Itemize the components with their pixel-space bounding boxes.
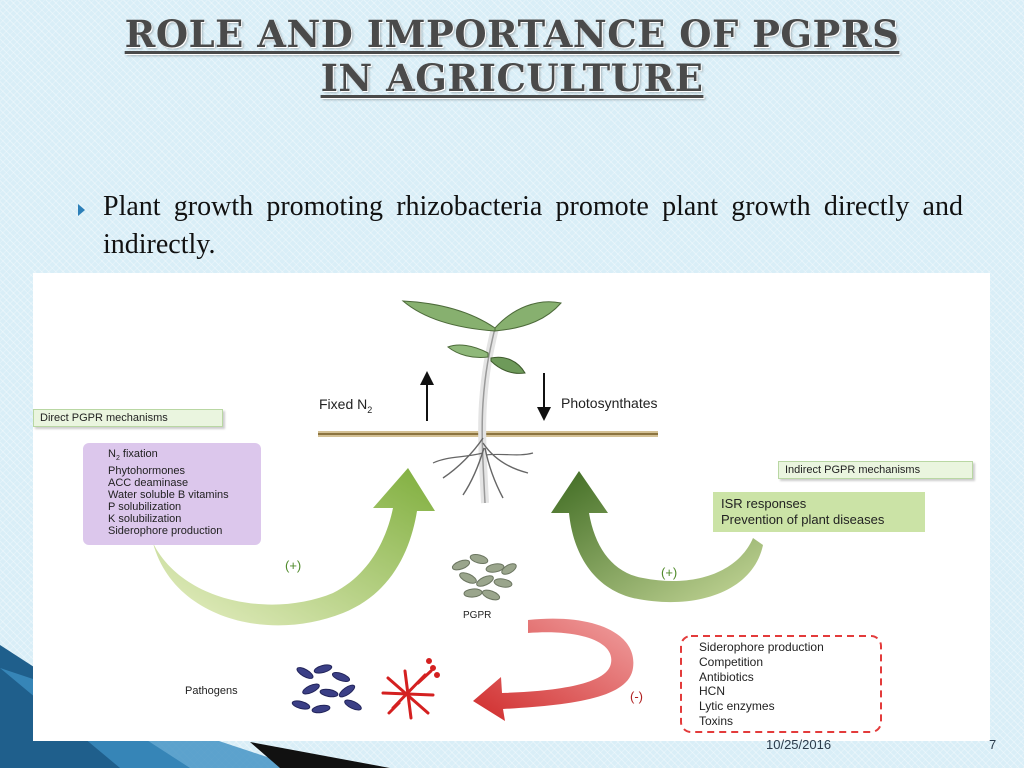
slide-number: 7: [989, 737, 997, 752]
list-item: HCN: [699, 684, 725, 699]
list-item: Prevention of plant diseases: [721, 512, 885, 527]
photosynthates-arrow-icon: [537, 373, 551, 421]
slide-date: 10/25/2016: [766, 737, 832, 752]
list-item: Siderophore production: [108, 525, 223, 538]
list-item: K solubilization: [108, 513, 182, 526]
pgpr-bacteria-icon: [451, 553, 517, 601]
indirect-mechanisms-header: Indirect PGPR mechanisms: [778, 461, 973, 479]
pgpr-diagram: Fixed N2 Photosynthates Direct PGPR mech…: [33, 273, 990, 741]
page-title: ROLE AND IMPORTANCE OF PGPRS IN AGRICULT…: [124, 12, 900, 100]
list-item: N2 fixation: [108, 448, 158, 463]
positive-effect-label: (+): [285, 558, 302, 573]
antagonism-mechanisms-list: Siderophore production Competition Antib…: [681, 636, 881, 732]
positive-effect-label: (+): [661, 565, 678, 580]
bullet-arrow-icon: [78, 204, 85, 216]
antagonism-dashed-box: [680, 635, 882, 733]
fixed-n-label: Fixed N2: [319, 396, 373, 415]
pathogen-fungus-icon: [381, 658, 440, 720]
plant-icon: [401, 300, 562, 504]
pgpr-label: PGPR: [463, 610, 492, 621]
list-item: ISR responses: [721, 496, 807, 511]
soil-line: [318, 431, 658, 437]
indirect-mechanisms-list: ISR responses Prevention of plant diseas…: [713, 492, 925, 532]
list-item: Siderophore production: [699, 640, 824, 654]
bullet-text: Plant growth promoting rhizobacteria pro…: [103, 191, 963, 260]
list-item: Antibiotics: [699, 669, 754, 684]
list-item: Toxins: [699, 713, 734, 728]
list-item: ACC deaminase: [108, 477, 189, 490]
pathogens-label: Pathogens: [185, 685, 238, 697]
antagonism-arrow: [473, 618, 634, 721]
list-item: P solubilization: [108, 501, 182, 514]
pathogen-bacteria-icon: [291, 664, 362, 714]
fixed-n-arrow-icon: [420, 371, 434, 421]
diagram-graphics: [153, 300, 882, 733]
direct-effect-arrow: [153, 468, 435, 626]
indirect-effect-arrow: [551, 471, 763, 603]
list-item: Lytic enzymes: [699, 699, 775, 714]
direct-mechanisms-list: N2 fixation Phytohormones ACC deaminase …: [83, 443, 261, 545]
direct-mechanisms-header: Direct PGPR mechanisms: [33, 409, 223, 427]
photosynthates-label: Photosynthates: [561, 395, 658, 411]
list-item: Water soluble B vitamins: [108, 489, 229, 502]
list-item: Phytohormones: [108, 465, 186, 478]
footer-black-wedge: [250, 742, 390, 768]
list-item: Competition: [699, 654, 764, 669]
negative-effect-label: (-): [630, 689, 643, 704]
